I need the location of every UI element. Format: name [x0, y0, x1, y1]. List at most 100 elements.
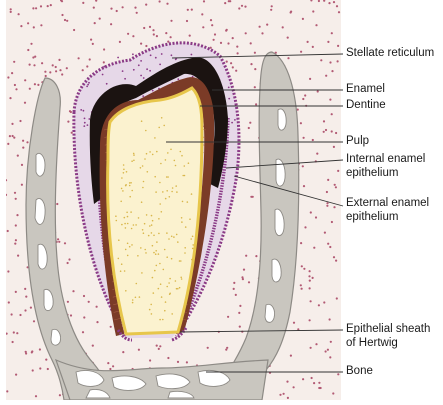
mesenchyme-cell [66, 261, 69, 265]
pulp-cell [176, 191, 178, 193]
mesenchyme-cell [311, 138, 314, 142]
pulp-cell [177, 287, 179, 290]
mesenchyme-cell [323, 301, 326, 304]
mesenchyme-cell [61, 73, 64, 76]
mesenchyme-cell [8, 135, 11, 138]
mesenchyme-cell [225, 60, 228, 63]
pulp-cell [166, 232, 168, 234]
mesenchyme-cell [308, 270, 311, 273]
mesenchyme-cell [61, 13, 64, 17]
mesenchyme-cell [7, 142, 10, 145]
mesenchyme-cell [46, 5, 49, 8]
mesenchyme-cell [225, 28, 228, 31]
mesenchyme-cell [109, 367, 112, 371]
mesenchyme-cell [247, 281, 251, 284]
mesenchyme-cell [201, 13, 204, 16]
pulp-cell [142, 180, 145, 183]
leader-stellate [171, 53, 344, 59]
pulp-cell [135, 282, 138, 285]
mesenchyme-cell [286, 396, 289, 399]
mesenchyme-cell [28, 63, 31, 66]
mesenchyme-cell [301, 17, 304, 20]
mesenchyme-cell [286, 380, 289, 383]
mesenchyme-cell [329, 98, 332, 101]
mesenchyme-cell [324, 128, 328, 132]
pulp-cell [170, 257, 173, 260]
pulp-cell [162, 268, 165, 271]
pulp-cell [190, 238, 192, 240]
mesenchyme-cell [6, 179, 8, 182]
pulp-cell [125, 290, 127, 292]
mesenchyme-cell [83, 316, 86, 319]
pulp-cell [140, 201, 143, 203]
stellate-cell [86, 124, 89, 126]
pulp-cell [152, 292, 155, 294]
pulp-cell [154, 175, 156, 178]
mesenchyme-cell [202, 26, 205, 29]
mesenchyme-cell [23, 101, 27, 104]
mesenchyme-cell [242, 268, 246, 271]
mesenchyme-cell [261, 32, 264, 35]
mesenchyme-cell [33, 83, 37, 86]
pulp-cell [171, 190, 173, 193]
mesenchyme-cell [103, 48, 106, 51]
mesenchyme-cell [331, 70, 334, 73]
pulp-cell [166, 285, 168, 288]
mesenchyme-cell [49, 4, 52, 7]
mesenchyme-cell [327, 178, 330, 181]
pulp-cell [168, 282, 170, 284]
mesenchyme-cell [326, 348, 329, 351]
mesenchyme-cell [241, 278, 244, 281]
pulp-cell [191, 247, 194, 250]
mesenchyme-cell [227, 0, 230, 3]
mesenchyme-cell [309, 77, 312, 80]
mesenchyme-cell [28, 87, 31, 90]
mesenchyme-cell [332, 256, 336, 259]
pulp-cell [124, 184, 127, 187]
mesenchyme-cell [87, 300, 90, 303]
mesenchyme-cell [11, 122, 14, 125]
pulp-cell [145, 252, 147, 254]
mesenchyme-cell [22, 139, 25, 142]
mesenchyme-cell [14, 224, 17, 227]
mesenchyme-cell [46, 367, 49, 371]
mesenchyme-cell [57, 238, 60, 241]
mesenchyme-cell [82, 1, 85, 4]
pulp-cell [190, 193, 193, 195]
mesenchyme-cell [86, 65, 89, 68]
pulp-cell [120, 263, 123, 266]
pulp-cell [147, 234, 150, 237]
mesenchyme-cell [56, 202, 59, 206]
mesenchyme-cell [51, 64, 54, 67]
pulp-cell [137, 255, 139, 257]
mesenchyme-cell [102, 61, 105, 64]
pulp-cell [129, 195, 131, 198]
mesenchyme-cell [32, 7, 35, 10]
mesenchyme-cell [238, 325, 241, 328]
mesenchyme-cell [24, 309, 27, 312]
mesenchyme-cell [322, 130, 325, 133]
mesenchyme-cell [14, 197, 17, 200]
mesenchyme-cell [286, 36, 289, 39]
mesenchyme-cell [213, 33, 217, 36]
pulp-cell [122, 164, 125, 166]
mesenchyme-cell [159, 345, 162, 348]
mesenchyme-cell [274, 51, 277, 54]
mesenchyme-cell [148, 25, 152, 28]
pulp-cell [121, 223, 123, 226]
stellate-cell [137, 64, 140, 67]
mesenchyme-cell [308, 275, 311, 278]
mesenchyme-cell [69, 314, 73, 317]
pulp-cell [164, 301, 167, 303]
pulp-cell [192, 244, 194, 246]
mesenchyme-cell [209, 19, 213, 22]
pulp-cell [120, 200, 122, 203]
mesenchyme-cell [337, 169, 340, 172]
mesenchyme-cell [32, 56, 35, 59]
pulp-cell [158, 126, 160, 129]
mesenchyme-cell [16, 214, 19, 217]
mesenchyme-cell [296, 108, 299, 111]
mesenchyme-cell [327, 40, 330, 44]
mesenchyme-cell [13, 60, 16, 63]
